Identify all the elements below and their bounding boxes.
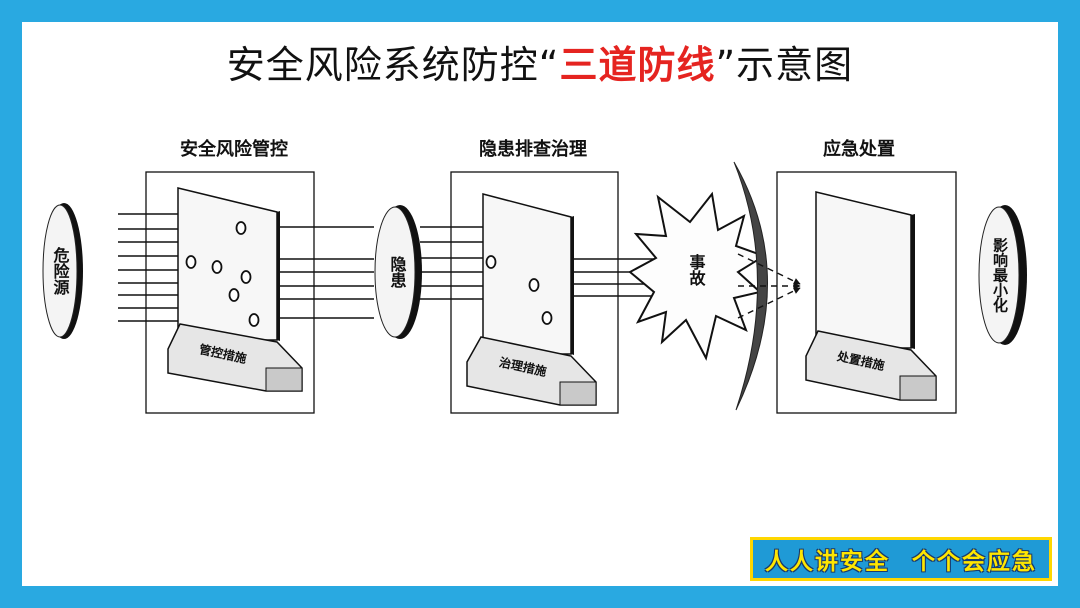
page-title: 安全风险系统防控“三道防线”示意图 [22,34,1058,89]
slogan-banner: 人人讲安全个个会应急 [750,537,1052,581]
impact-minimized-label: 影响最小化 [991,238,1009,313]
defense-lines-diagram: 安全风险管控 隐患排查治理 应急处置 危险源 [42,138,1027,414]
hazard-label: 隐患 [388,256,407,288]
accident-burst: 事故 [628,191,767,361]
governance-panel: 治理措施 [466,193,597,406]
stage-label-emergency-response: 应急处置 [823,138,895,160]
stage-label-hazard-governance: 隐患排查治理 [479,138,587,160]
slogan-right: 个个会应急 [912,549,1037,575]
title-suffix: ”示意图 [715,43,854,87]
hazard-source-disc: 危险源 [42,203,83,339]
response-panel: 处置措施 [805,191,937,401]
hazard-source-label: 危险源 [51,246,70,296]
accident-label: 事故 [687,254,706,287]
slide: 安全风险系统防控“三道防线”示意图 安全风险管控 隐患排查治理 应急处置 危险源 [22,22,1058,586]
stage-box-emergency-response [776,171,957,414]
emergency-shield [733,161,768,411]
control-panel: 管控措施 [167,187,303,392]
risk-flow-lines-2 [280,226,374,319]
impact-minimized-disc: 影响最小化 [978,205,1027,345]
mitigation-arrows [737,253,801,319]
title-highlight: 三道防线 [559,43,716,87]
slogan-left: 人人讲安全 [765,549,890,575]
stage-box-hazard-governance [450,171,619,414]
hazard-disc: 隐患 [374,205,422,339]
stage-box-risk-control [145,171,315,414]
stage-label-risk-control: 安全风险管控 [180,138,288,160]
title-prefix: 安全风险系统防控“ [226,43,560,87]
